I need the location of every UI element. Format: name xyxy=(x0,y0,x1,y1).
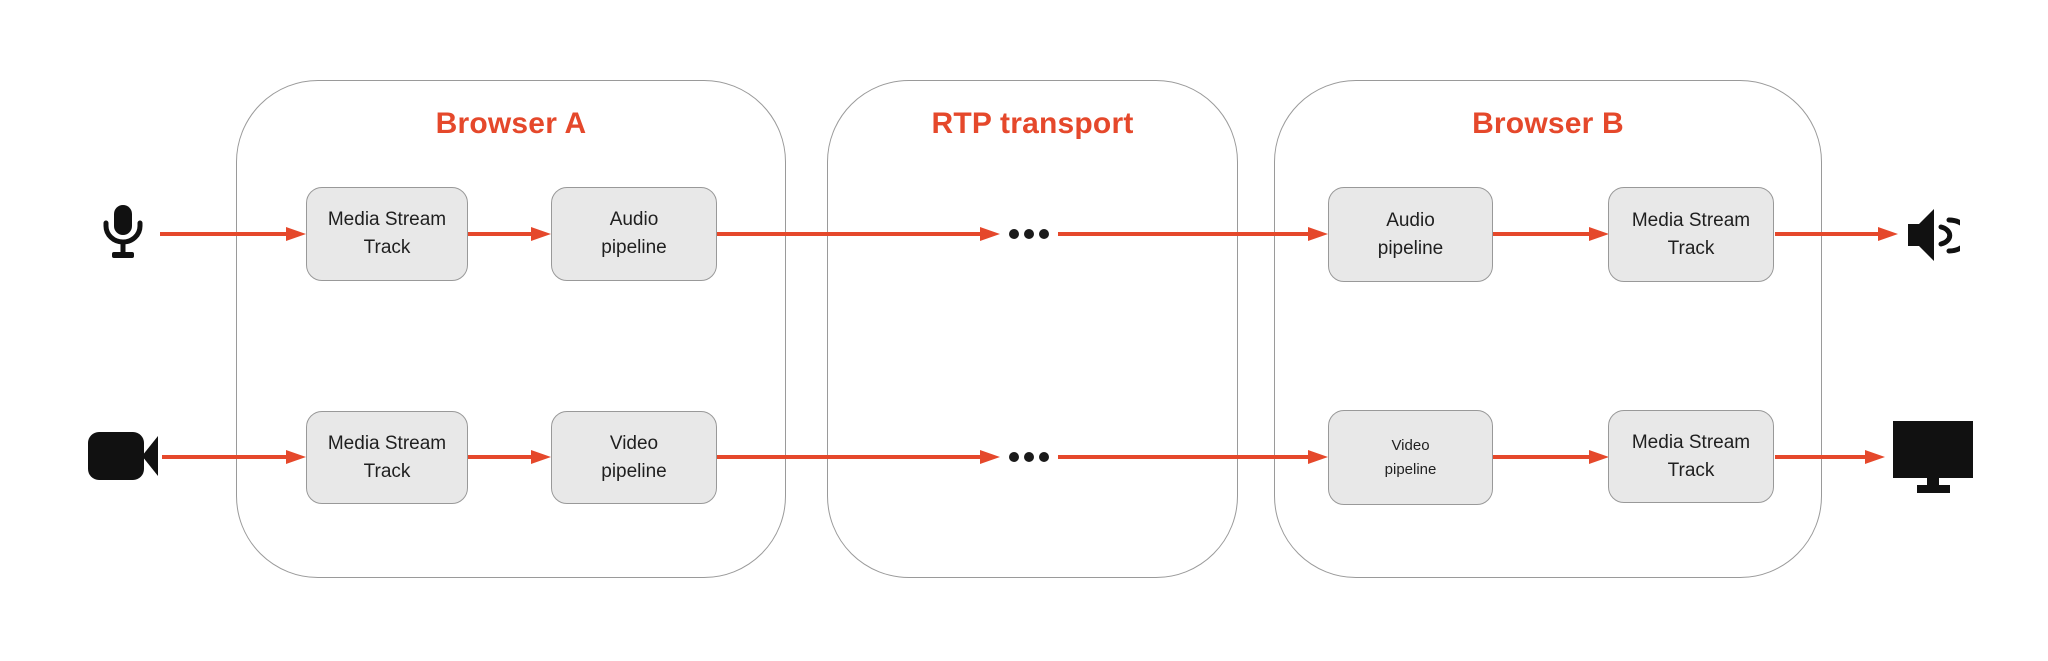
browser-a-title: Browser A xyxy=(435,107,587,140)
speaker-icon xyxy=(1908,208,1960,262)
node-video-pipeline-a: Video pipeline xyxy=(551,411,717,504)
rtp-transport-title: RTP transport xyxy=(931,107,1134,140)
ellipsis-icon xyxy=(1009,452,1049,462)
arrow-track-to-speaker xyxy=(1775,227,1898,241)
arrow-camera-to-track xyxy=(162,450,306,464)
browser-b-title: Browser B xyxy=(1472,107,1624,140)
arrow-track-to-audio-pipeline xyxy=(468,227,551,241)
arrow-video-pipeline-b-to-track xyxy=(1493,450,1609,464)
arrow-track-to-video-pipeline xyxy=(468,450,551,464)
microphone-icon xyxy=(101,205,145,263)
arrow-rtp-to-video-pipeline-b xyxy=(1058,450,1328,464)
arrow-audio-pipeline-b-to-track xyxy=(1493,227,1609,241)
arrow-video-pipeline-to-rtp xyxy=(717,450,1000,464)
ellipsis-icon xyxy=(1009,229,1049,239)
arrow-track-to-monitor xyxy=(1775,450,1885,464)
node-media-stream-track-audio-b: Media Stream Track xyxy=(1608,187,1774,282)
node-media-stream-track-audio-a: Media Stream Track xyxy=(306,187,468,281)
node-media-stream-track-video-b: Media Stream Track xyxy=(1608,410,1774,503)
arrow-rtp-to-audio-pipeline-b xyxy=(1058,227,1328,241)
node-media-stream-track-video-a: Media Stream Track xyxy=(306,411,468,504)
rtp-transport-container: RTP transport xyxy=(827,80,1238,578)
arrow-mic-to-track xyxy=(160,227,306,241)
node-video-pipeline-b: Video pipeline xyxy=(1328,410,1493,505)
node-audio-pipeline-b: Audio pipeline xyxy=(1328,187,1493,282)
monitor-icon xyxy=(1893,421,1973,493)
arrow-audio-pipeline-to-rtp xyxy=(717,227,1000,241)
node-audio-pipeline-a: Audio pipeline xyxy=(551,187,717,281)
video-camera-icon xyxy=(88,432,158,480)
